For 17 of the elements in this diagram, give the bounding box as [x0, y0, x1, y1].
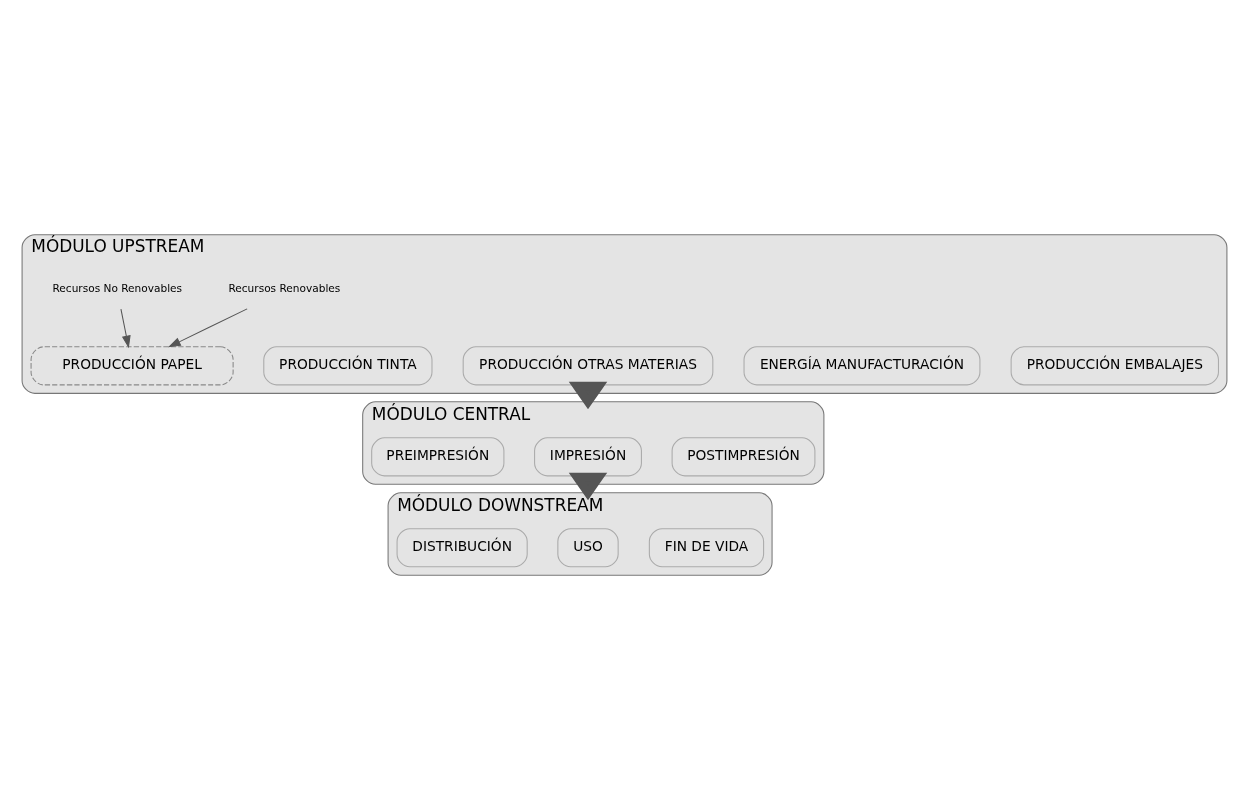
- arrow: [168, 308, 248, 348]
- arrow: [120, 308, 131, 349]
- arrow: [568, 472, 608, 501]
- node-text: Recursos No Renovables: [52, 282, 183, 295]
- node-box: PRODUCCIÓN EMBALAJES: [1010, 346, 1219, 386]
- node-box: PRODUCCIÓN OTRAS MATERIAS: [462, 346, 714, 386]
- node-box: USO: [557, 528, 619, 568]
- node-box: PRODUCCIÓN TINTA: [263, 346, 433, 386]
- arrow: [568, 381, 608, 410]
- node-box: POSTIMPRESIÓN: [671, 437, 816, 477]
- node-text: Recursos Renovables: [228, 282, 341, 295]
- node-box: ENERGÍA MANUFACTURACIÓN: [743, 346, 981, 386]
- node-box: DISTRIBUCIÓN: [396, 528, 528, 568]
- node-box: PREIMPRESIÓN: [371, 437, 505, 477]
- node-box: IMPRESIÓN: [534, 437, 642, 477]
- node-box: PRODUCCIÓN PAPEL: [30, 346, 234, 386]
- node-box: FIN DE VIDA: [648, 528, 765, 568]
